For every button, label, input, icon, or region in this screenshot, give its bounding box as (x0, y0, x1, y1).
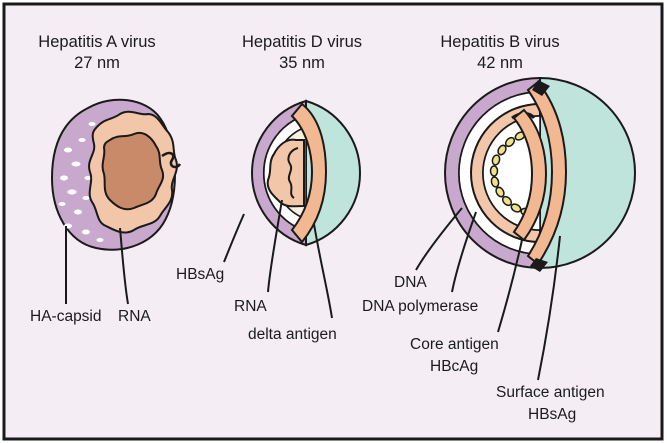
label-hav-rna: RNA (118, 308, 151, 326)
virus-size-hdv: 35 nm (222, 53, 382, 74)
virus-title-hbv: Hepatitis B virus 42 nm (420, 32, 580, 74)
virus-size-hav: 27 nm (22, 53, 172, 74)
label-hbv-surface-abbr: HBsAg (528, 406, 576, 424)
label-hdv-rna: RNA (234, 298, 267, 316)
label-hdv-delta: delta antigen (248, 326, 337, 344)
hepatitis-a-virion (52, 100, 180, 250)
virus-title-hdv: Hepatitis D virus 35 nm (222, 32, 382, 74)
label-hbv-polymerase: DNA polymerase (362, 298, 478, 316)
label-hav-capsid: HA-capsid (30, 308, 102, 326)
label-hdv-hbsag: HBsAg (176, 266, 224, 284)
virus-name-hdv: Hepatitis D virus (222, 32, 382, 53)
label-hbv-core-abbr: HBcAg (430, 358, 478, 376)
virus-name-hbv: Hepatitis B virus (420, 32, 580, 53)
label-hbv-core: Core antigen (410, 336, 499, 354)
virus-name-hav: Hepatitis A virus (22, 32, 172, 53)
label-hbv-surface: Surface antigen (496, 384, 605, 402)
label-hbv-dna: DNA (394, 274, 427, 292)
virus-size-hbv: 42 nm (420, 53, 580, 74)
hav-core (103, 133, 164, 209)
virus-title-hav: Hepatitis A virus 27 nm (22, 32, 172, 74)
